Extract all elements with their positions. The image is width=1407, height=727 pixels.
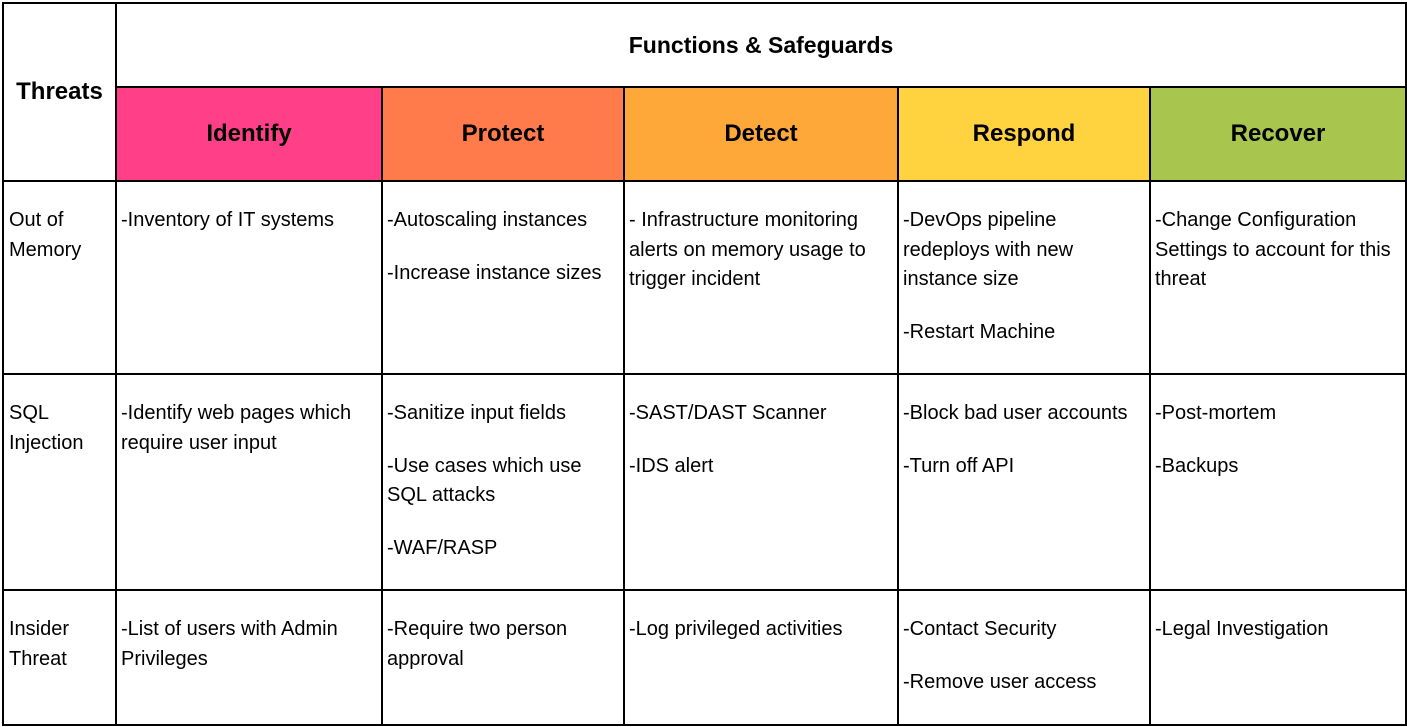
safeguard-cell-recover: -Post-mortem -Backups [1148,373,1407,591]
safeguard-cell-respond: -Block bad user accounts -Turn off API [897,373,1151,591]
safeguard-item: -Block bad user accounts [903,402,1128,424]
safeguard-cell-detect: -SAST/DAST Scanner -IDS alert [623,373,899,591]
safeguard-item: -Increase instance sizes [387,261,602,284]
function-header-recover: Recover [1148,86,1407,182]
safeguard-item: -Log privileged activities [629,618,843,640]
safeguard-item: -List of users with Admin Privileges [121,618,338,670]
safeguard-cell-identify: -Identify web pages which require user i… [115,373,383,591]
safeguard-item: -Inventory of IT systems [121,209,335,231]
safeguard-item: -SAST/DAST Scanner [629,402,827,424]
safeguard-item: -Identify web pages which require user i… [121,402,352,454]
safeguard-item: -Sanitize input fields [387,402,566,424]
functions-safeguards-header: Functions & Safeguards [114,2,1407,88]
threat-cell: Out of Memory [2,180,117,375]
safeguard-item: -Require two person approval [387,618,568,670]
function-header-respond: Respond [897,86,1151,182]
safeguard-cell-identify: -Inventory of IT systems [115,180,383,375]
safeguard-item: -WAF/RASP [387,536,498,559]
safeguard-item: -Restart Machine [903,320,1056,343]
safeguard-item: -Backups [1155,454,1239,477]
safeguard-item: -Contact Security [903,618,1057,640]
function-header-row: Identify Protect Detect Respond Recover [3,86,1407,182]
safeguard-item: -Legal Investigation [1155,618,1329,640]
safeguard-item: -Change Configuration Settings to accoun… [1155,209,1391,290]
safeguard-cell-protect: -Require two person approval [381,589,625,726]
function-header-detect: Detect [623,86,899,182]
function-header-protect: Protect [381,86,625,182]
safeguard-item: - Infrastructure monitoring alerts on me… [629,209,866,290]
safeguard-cell-recover: -Legal Investigation [1148,589,1407,726]
safeguard-item: -Autoscaling instances [387,209,588,231]
function-header-identify: Identify [115,86,383,182]
table-row-out-of-memory: Out of Memory -Inventory of IT systems -… [2,180,1407,375]
safeguard-cell-detect: - Infrastructure monitoring alerts on me… [623,180,899,375]
table-row-insider-threat: Insider Threat -List of users with Admin… [2,589,1407,726]
threat-cell: SQL Injection [2,373,117,591]
safeguard-cell-protect: -Sanitize input fields -Use cases which u… [381,373,625,591]
header-row-top: Threats Functions & Safeguards [2,2,1407,182]
safeguard-cell-detect: -Log privileged activities [623,589,899,726]
safeguard-item: -Turn off API [903,454,1015,477]
table-row-sql-injection: SQL Injection -Identify web pages which … [2,373,1407,591]
safeguard-item: -DevOps pipeline redeploys with new inst… [903,209,1074,290]
safeguard-cell-identify: -List of users with Admin Privileges [115,589,383,726]
safeguard-item: -Use cases which use SQL attacks [387,454,582,507]
safeguard-cell-respond: -DevOps pipeline redeploys with new inst… [897,180,1151,375]
threat-cell: Insider Threat [2,589,117,726]
safeguard-item: -Post-mortem [1155,402,1277,424]
safeguard-cell-respond: -Contact Security -Remove user access [897,589,1151,726]
safeguard-item: -Remove user access [903,670,1097,693]
safeguard-item: -IDS alert [629,454,714,477]
safeguard-cell-recover: -Change Configuration Settings to accoun… [1148,180,1407,375]
threats-header: Threats [2,2,117,182]
safeguard-cell-protect: -Autoscaling instances -Increase instance… [381,180,625,375]
